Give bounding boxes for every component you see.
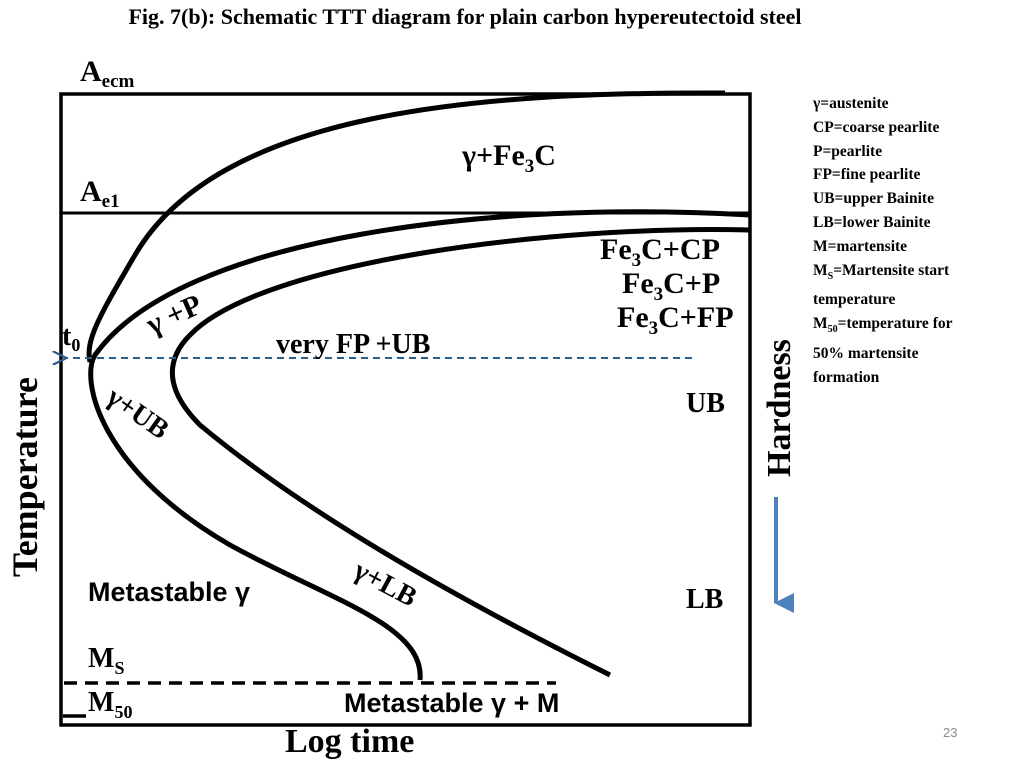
hardness-label: Hardness [761,339,798,477]
legend: γ=austenite CP=coarse pearlite P=pearlit… [813,92,1013,390]
aecm-label: Aecm [80,55,135,92]
gamma-p-label: γ +P [141,288,207,342]
legend-item: M=martensite [813,237,908,255]
gamma-fe3c-label: γ+Fe3C [461,139,556,177]
log-time-axis-label: Log time [285,723,414,760]
legend-item: formation [813,368,880,386]
legend-item: temperature [813,291,896,309]
metastable-gamma-label: Metastable γ [88,577,250,607]
transformation-start-curve [88,209,751,681]
slide-title: Fig. 7(b): Schematic TTT diagram for pla… [128,4,802,29]
fe3c-cp-label: Fe3C+CP [600,233,720,271]
metastable-gamma-m-label: Metastable γ + M [344,688,559,718]
legend-item: UB=upper Bainite [813,190,934,208]
temperature-axis-label: Temperature [5,377,45,577]
proeutectoid-start-curve [86,90,726,363]
legend-item: γ=austenite [813,95,889,112]
legend-item: CP=coarse pearlite [813,118,940,136]
very-fp-ub-label: very FP +UB [276,329,430,360]
lb-label: LB [686,584,723,615]
legend-item: MS=Martensite start [813,261,950,282]
ub-label: UB [686,388,725,419]
gamma-lb-label: γ+LB [348,554,422,613]
fe3c-p-label: Fe3C+P [622,267,720,305]
legend-item: FP=fine pearlite [813,166,921,184]
ms-label: MS [88,643,124,678]
t0-label: t0 [62,321,80,355]
fe3c-fp-label: Fe3C+FP [617,301,734,339]
m50-label: M50 [88,687,132,722]
transformation-finish-curve [169,227,751,678]
ae1-label: Ae1 [80,175,120,212]
legend-item: 50% martensite [813,345,919,363]
plot-frame [59,92,752,727]
page-number: 23 [943,725,958,740]
legend-item: LB=lower Bainite [813,213,931,231]
legend-item: P=pearlite [813,142,883,160]
legend-item: M50=temperature for [813,315,953,336]
